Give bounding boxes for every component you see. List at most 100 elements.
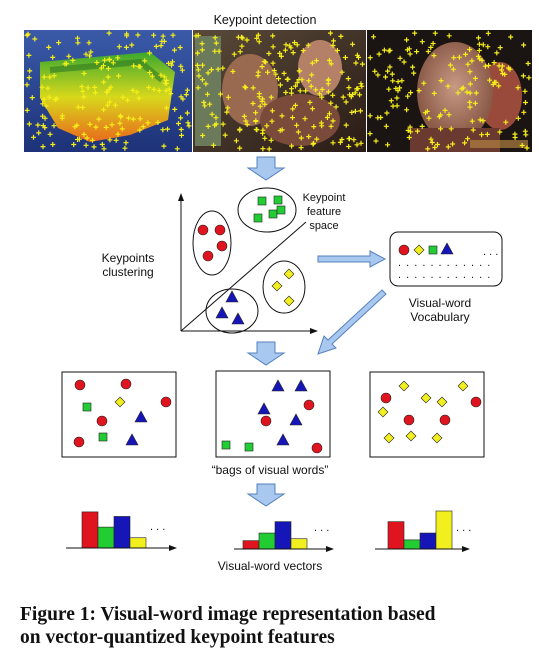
histogram-axis-arrowhead: [462, 546, 470, 552]
feature-space-label-3: space: [309, 220, 338, 232]
histogram-bar: [97, 526, 115, 549]
red-circle-icon: [160, 396, 172, 408]
histogram-bar: [258, 532, 276, 550]
red-circle-icon: [303, 399, 315, 411]
visual-word-vectors-label: Visual-word vectors: [218, 559, 322, 573]
histogram-bar: [129, 537, 147, 549]
histogram-ellipsis-3: . . .: [456, 522, 471, 534]
cluster-yellow: [262, 260, 306, 314]
figure-caption: Figure 1: Visual-word image representati…: [20, 603, 525, 649]
red-circle-icon: [96, 415, 108, 427]
vocabulary-label-1: Visual-word: [409, 296, 471, 310]
histogram-ellipsis-2: . . .: [314, 522, 329, 534]
histogram-bar: [274, 521, 292, 550]
keypoints-clustering-label-1: Keypoints: [102, 251, 155, 265]
red-circle-icon: [120, 378, 132, 390]
red-circle-icon: [380, 392, 392, 404]
yellow-diamond-icon: [457, 380, 469, 392]
histogram-bar: [290, 538, 308, 550]
cluster-red: [192, 210, 232, 276]
yellow-diamond-icon: [398, 380, 410, 392]
photo-people: [193, 30, 366, 152]
yellow-diamond-icon: [413, 244, 425, 256]
histogram-bar: [113, 516, 131, 549]
feature-space-label-1: Keypoint: [303, 192, 346, 204]
red-circle-icon: [260, 415, 272, 427]
blue-triangle-icon: [271, 379, 285, 392]
histogram-bar: [435, 510, 453, 550]
yellow-diamond-icon: [431, 432, 443, 444]
histogram-bar: [387, 521, 405, 550]
red-circle-icon: [73, 436, 85, 448]
blue-triangle-icon: [215, 306, 229, 319]
photo-weather-map: [24, 30, 192, 152]
vocabulary-ellipsis: . . .: [483, 246, 498, 258]
cluster-blue: [205, 288, 259, 334]
down-arrow-icon: [246, 483, 286, 507]
yellow-diamond-icon: [114, 396, 126, 408]
down-arrow-icon: [246, 341, 286, 366]
red-circle-icon: [214, 224, 226, 236]
cluster-green: [237, 187, 297, 233]
red-circle-icon: [197, 224, 209, 236]
red-circle-icon: [439, 414, 451, 426]
bags-label: “bags of visual words”: [212, 463, 329, 477]
caption-line-2: on vector-quantized keypoint features: [20, 627, 335, 648]
histogram-axis-arrowhead: [169, 545, 177, 551]
yellow-diamond-icon: [377, 406, 389, 418]
blue-triangle-icon: [125, 433, 139, 446]
histogram-bar: [242, 540, 260, 550]
bag-box-2: [215, 370, 331, 458]
red-circle-icon: [216, 240, 228, 252]
histogram-bar: [81, 511, 99, 549]
vocabulary-box: [389, 231, 503, 287]
keypoints-clustering-label-2: clustering: [102, 265, 153, 279]
histogram-bar: [403, 539, 421, 550]
yellow-diamond-icon: [405, 430, 417, 442]
red-circle-icon: [398, 244, 410, 256]
red-circle-icon: [74, 379, 86, 391]
yellow-diamond-icon: [383, 432, 395, 444]
yellow-diamond-icon: [283, 295, 295, 307]
red-circle-icon: [311, 442, 323, 454]
green-square-icon: [257, 196, 267, 206]
green-square-icon: [98, 432, 108, 442]
green-square-icon: [82, 402, 92, 412]
feature-space-axes: [178, 193, 318, 334]
caption-line-1: Figure 1: Visual-word image representati…: [20, 604, 436, 625]
diagonal-arrow-icon: [317, 289, 387, 355]
green-square-icon: [273, 195, 283, 205]
yellow-diamond-icon: [283, 268, 295, 280]
green-square-icon: [268, 209, 278, 219]
blue-triangle-icon: [289, 413, 303, 426]
red-circle-icon: [403, 414, 415, 426]
histogram-ellipsis-1: . . .: [150, 521, 165, 533]
blue-triangle-icon: [257, 402, 271, 415]
symbols: [73, 195, 482, 454]
blue-triangle-icon: [134, 410, 148, 423]
red-circle-icon: [202, 250, 214, 262]
yellow-diamond-icon: [436, 396, 448, 408]
feature-space-label-2: feature: [307, 206, 341, 218]
down-arrow-icon: [246, 156, 286, 181]
yellow-diamond-icon: [420, 392, 432, 404]
red-circle-icon: [470, 396, 482, 408]
keypoint-detection-title: Keypoint detection: [214, 13, 317, 27]
green-square-icon: [253, 213, 263, 223]
vocabulary-dot-row-2: . . . . . . . . . . . .: [398, 269, 491, 281]
histograms: [66, 510, 470, 552]
green-square-icon: [276, 205, 286, 215]
histogram-axis-arrowhead: [326, 546, 334, 552]
right-arrow-icon: [317, 250, 387, 268]
blue-triangle-icon: [440, 242, 454, 255]
green-square-icon: [428, 245, 438, 255]
histogram-bar: [419, 532, 437, 550]
blue-triangle-icon: [294, 379, 308, 392]
blue-triangle-icon: [225, 290, 239, 303]
photo-face: [367, 30, 532, 152]
vocabulary-label-2: Vocabulary: [410, 310, 469, 324]
vocabulary-dot-row-1: . . . . . . . . . . . .: [398, 257, 491, 269]
blue-triangle-icon: [231, 312, 245, 325]
yellow-diamond-icon: [271, 280, 283, 292]
figure: Keypoint detection Keypoints cluste: [24, 13, 532, 573]
